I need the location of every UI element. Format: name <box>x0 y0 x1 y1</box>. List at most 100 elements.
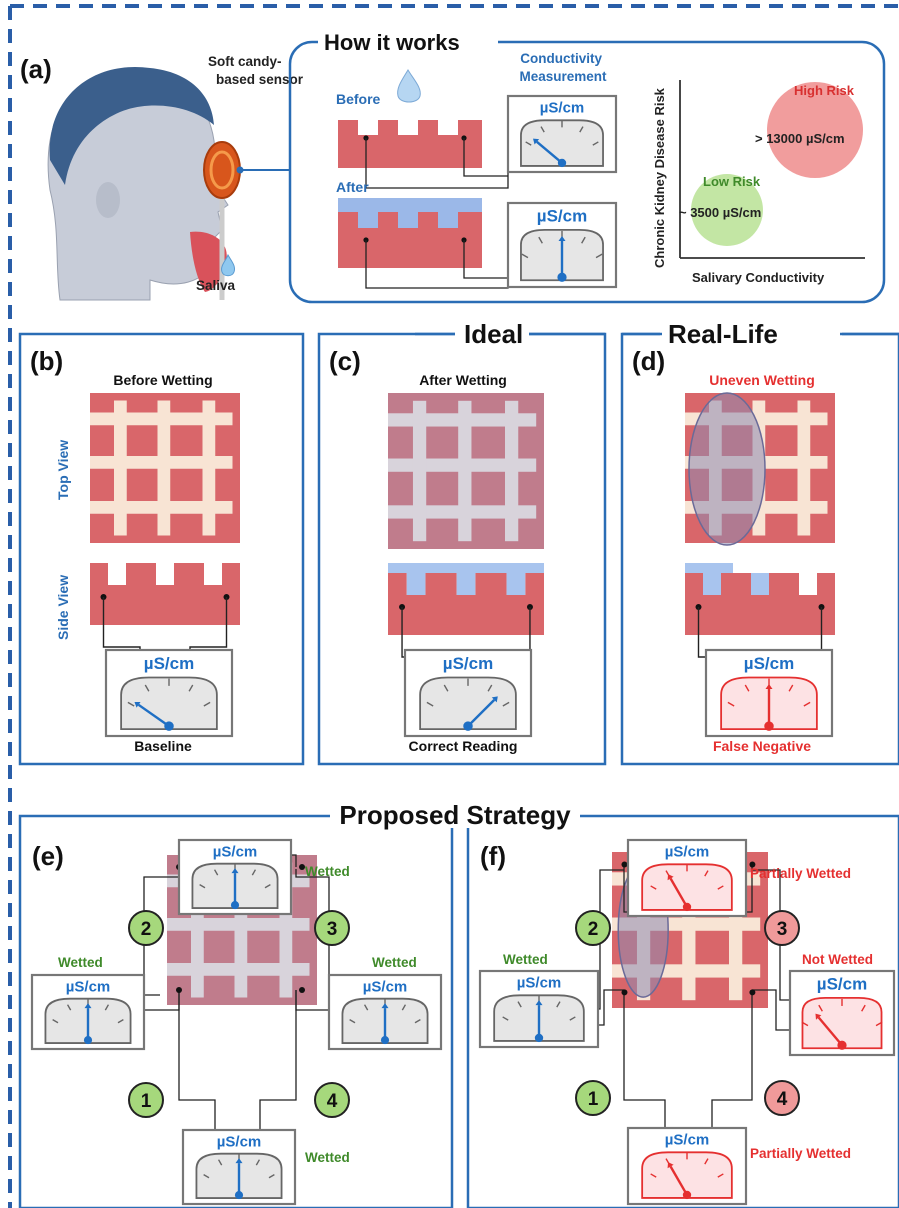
meter-tick <box>875 1021 883 1027</box>
high-risk-circle <box>767 82 863 178</box>
candy-sensor-illustration <box>203 141 290 300</box>
meters-f: µS/cm µS/cm µS/cm µS/cm <box>478 838 896 1206</box>
saliva-drop-icon <box>397 69 421 103</box>
electrode-2-marker-text: 2 <box>141 919 152 940</box>
meter-tick <box>127 701 135 707</box>
sensor-top-view-uneven <box>685 392 835 546</box>
electrode-4-marker-text: 4 <box>777 1089 788 1110</box>
electrode-2-marker <box>575 910 611 946</box>
after-label: After <box>336 179 369 195</box>
electrode-3-marker-text: 3 <box>777 919 788 940</box>
electrode-contact <box>749 861 756 868</box>
panel-c-reading: Correct Reading <box>409 738 518 754</box>
grid-bar-vertical <box>202 400 216 536</box>
wire <box>711 993 753 1128</box>
panel-b: (b) Before Wetting Top View Side View µS… <box>30 346 240 754</box>
meter-tick <box>203 1174 210 1179</box>
meter-tick <box>144 684 150 692</box>
meter-tick <box>717 1173 724 1178</box>
electrode-2-marker-text: 2 <box>588 919 599 940</box>
meter-tick <box>521 253 529 259</box>
sensor-side-view-dry <box>90 563 240 663</box>
electrode-1-marker <box>575 1080 611 1116</box>
meter-tick <box>255 1159 261 1166</box>
low-risk-value: ~ 3500 µS/cm <box>679 205 761 220</box>
panel-d-reading: False Negative <box>713 738 811 754</box>
meter-needle-head <box>535 1000 543 1006</box>
meter-pivot <box>557 272 567 282</box>
meter-tick <box>203 701 211 707</box>
meter-false-negative: µS/cm <box>704 648 834 738</box>
meter-face <box>641 1151 733 1199</box>
meter-needle-head <box>381 1003 389 1009</box>
panel-e-label: (e) <box>32 841 64 871</box>
meter-pivot <box>682 1190 692 1200</box>
panel-d-title: Uneven Wetting <box>709 372 815 388</box>
sensor-top-view-wet <box>388 393 544 549</box>
meter-needle <box>669 877 689 908</box>
meter-tick <box>704 870 709 877</box>
meter-needle-head <box>134 701 141 708</box>
grid-bar-vertical <box>505 400 519 542</box>
meter-tick <box>502 1016 509 1021</box>
meter-tick <box>650 885 657 890</box>
electrode-contact <box>299 987 305 993</box>
meter-tick <box>569 1016 576 1021</box>
meter-face <box>520 119 604 167</box>
meter-tick <box>717 885 724 890</box>
grid-bar-vertical <box>114 400 127 536</box>
low-risk-label: Low Risk <box>703 174 761 189</box>
grid-bar-vertical <box>412 400 427 542</box>
electrode-2-marker <box>128 910 164 946</box>
sensor-side-body <box>90 563 240 625</box>
meter-tick <box>650 1173 657 1178</box>
meter-tick <box>117 1019 124 1024</box>
meter-tick <box>217 1159 223 1166</box>
meter-before: µS/cm <box>506 94 618 174</box>
meter-pivot <box>463 721 473 731</box>
meter-needle-head <box>231 868 239 874</box>
real-life-label-overlay: Real-Life <box>668 319 778 349</box>
meter-unit-label: µS/cm <box>540 100 585 117</box>
meter-tick <box>592 141 599 146</box>
meter-tick <box>801 1021 809 1027</box>
meter-needle-head <box>84 1003 92 1009</box>
panel-e-frame <box>18 814 454 1208</box>
low-risk-circle <box>691 174 763 246</box>
panel-f-label: (f) <box>480 841 506 871</box>
electrode-contact <box>299 864 305 870</box>
meter-unit-label: µS/cm <box>817 974 867 993</box>
panel-a: (a) Soft candy- based sensor Saliva How … <box>20 28 886 304</box>
meter-tick <box>414 1019 421 1024</box>
meter-tick <box>861 1004 866 1012</box>
status-e-right: Wetted <box>372 955 417 970</box>
conductivity-label-line-1: Conductivity <box>520 51 602 66</box>
meter-pivot <box>534 1033 544 1043</box>
meter-tick <box>104 1004 110 1011</box>
meter-unit-label: µS/cm <box>665 1132 710 1149</box>
electrode-1-marker-text: 1 <box>141 1091 152 1112</box>
meter-needle-head <box>667 1162 674 1169</box>
meter-tick <box>349 1019 356 1024</box>
meter-unit-label: µS/cm <box>517 975 562 992</box>
meter-tick <box>188 684 194 692</box>
saliva-layer <box>388 563 544 573</box>
wire <box>752 989 790 1031</box>
before-label: Before <box>336 91 381 107</box>
high-risk-value: > 13000 µS/cm <box>755 131 845 146</box>
saliva-fill <box>751 573 769 595</box>
wire <box>259 990 297 1130</box>
meter-unit-label: µS/cm <box>66 978 111 995</box>
sensor-side-view-uneven <box>685 563 835 673</box>
meter-needle <box>467 699 496 727</box>
meter-tick <box>517 1001 522 1008</box>
electrode-3-marker <box>314 910 350 946</box>
conductivity-label: Conductivity Measurement <box>519 51 607 84</box>
saliva-layer <box>685 563 733 573</box>
after-sensor-side-view <box>338 198 509 289</box>
meter-tick <box>502 701 510 707</box>
meter-unit-label: µS/cm <box>665 844 710 861</box>
meter-pivot <box>837 1040 847 1050</box>
meter-face <box>120 676 218 731</box>
